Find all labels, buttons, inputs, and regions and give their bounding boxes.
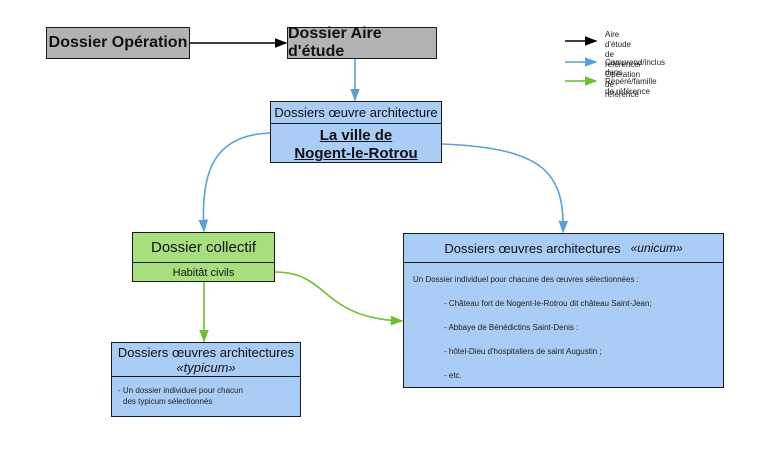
list-item: - hôtel-Dieu d'hospitaliers de saint Aug… xyxy=(444,347,602,356)
node-label: Dossier Aire d'étude xyxy=(288,25,382,60)
node-header: Dossiers œuvres architectures «typicum» xyxy=(112,343,300,377)
node-dossier-aire-etude[interactable]: Dossier Aire d'étude xyxy=(287,25,437,60)
header-tag: «typicum» xyxy=(176,360,236,375)
arrow-collectif-to-unicum xyxy=(274,271,404,326)
node-intro: Un Dossier individuel pour chacune des œ… xyxy=(413,275,639,284)
body-line-2: des typicum sélectionnés xyxy=(123,397,213,406)
work-list: - Château fort de Nogent-le-Rotrou dit c… xyxy=(404,299,723,380)
header-text: Dossiers œuvres architectures xyxy=(444,240,621,256)
node-dossiers-typicum[interactable]: Dossiers œuvres architectures «typicum» … xyxy=(111,342,301,417)
legend-label: Comprend/inclus dans xyxy=(605,58,666,77)
list-item: - etc. xyxy=(444,371,462,380)
legend-label: Aire d'étude de référence/ xyxy=(605,30,642,69)
list-item: - Abbaye de Bénédictins Saint-Denis : xyxy=(444,323,579,332)
header-text: Dossiers œuvres architectures xyxy=(117,345,295,360)
node-header: Dossiers œuvres architectures «unicum» xyxy=(404,234,723,263)
legend-label: Opération de référence xyxy=(605,70,641,99)
node-ville-nogent[interactable]: Dossiers œuvre architecture La ville de … xyxy=(270,101,442,163)
node-dossier-collectif[interactable]: Dossier collectif Habitât civils xyxy=(132,232,275,282)
header-tag: «unicum» xyxy=(630,241,683,255)
legend-label: Repéré/famille de référence xyxy=(605,77,657,96)
node-header: Dossiers œuvre architecture xyxy=(271,102,441,124)
node-body: - Un dossier individuel pour chacun des … xyxy=(112,377,300,407)
body-line-1: - Un dossier individuel pour chacun xyxy=(118,386,243,395)
node-label: Dossier Opération xyxy=(48,34,188,51)
node-subtitle: Habitât civils xyxy=(172,266,235,279)
node-title: La ville de Nogent-le-Rotrou xyxy=(271,124,441,163)
node-header: Dossier collectif xyxy=(133,233,274,263)
arrow-ville-to-collectif xyxy=(198,132,271,233)
list-item: - Château fort de Nogent-le-Rotrou dit c… xyxy=(444,299,652,308)
title-line-2: Nogent-le-Rotrou xyxy=(294,145,418,162)
node-dossiers-unicum[interactable]: Dossiers œuvres architectures «unicum» U… xyxy=(403,233,724,388)
arrow-ville-to-unicum xyxy=(441,143,569,234)
node-dossier-operation[interactable]: Dossier Opération xyxy=(46,27,190,59)
title-line-1: La ville de xyxy=(319,127,393,144)
